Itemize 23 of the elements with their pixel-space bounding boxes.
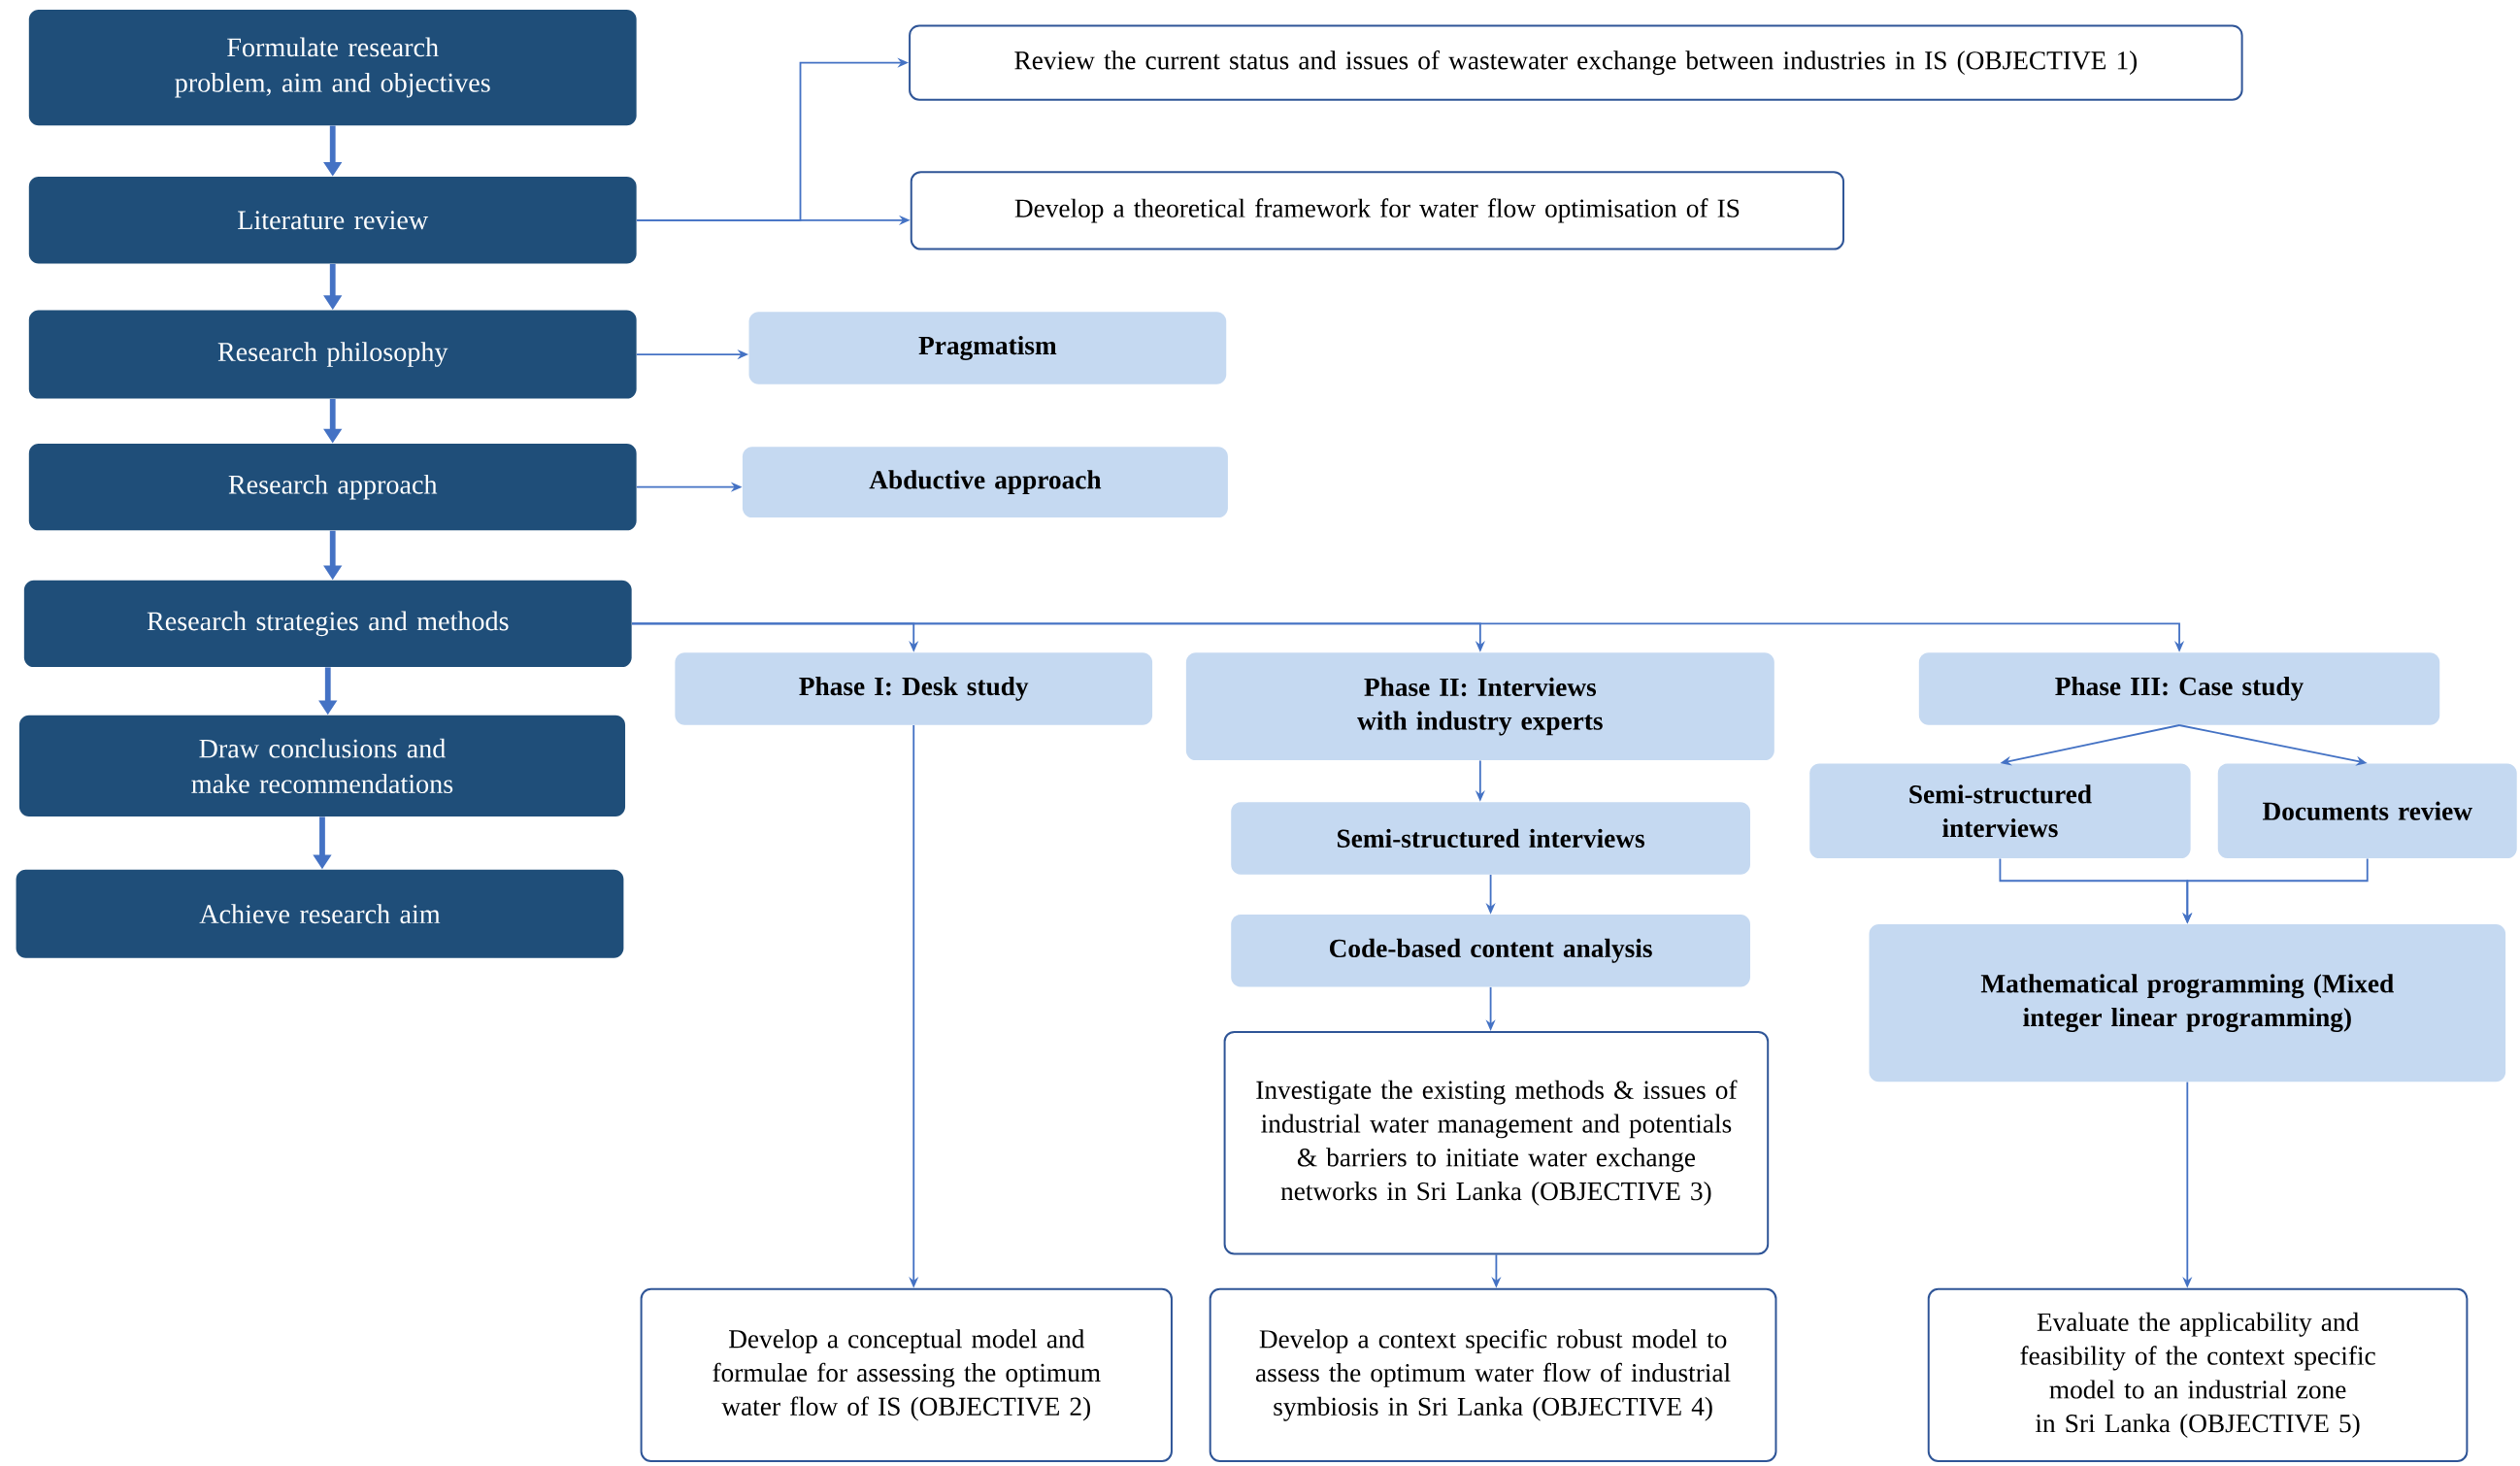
objective-box: Investigate the existing methods & issues of industrial water management and potentials & barriers to initiate water exchange networks in Sri Lanka (OBJECTIVE 3) [1223,1030,1770,1255]
method-box: Abductive approach [742,447,1228,518]
method-box: Semi-structured interviews [1231,802,1750,875]
process-box: Formulate research problem, aim and objectives [28,10,637,126]
objective-box: Evaluate the applicability and feasibility of the context specific model to an industrial zone in Sri Lanka (OBJECTIVE 5) [1927,1287,2469,1462]
method-box: Phase I: Desk study [675,652,1153,725]
objective-box: Review the current status and issues of wastewater exchange between industries in IS (OBJECTIVE 1) [909,24,2243,101]
method-box: Mathematical programming (Mixed integer linear programming) [1869,924,2506,1083]
method-box: Code-based content analysis [1231,915,1750,987]
method-box: Pragmatism [748,312,1227,384]
method-box: Semi-structured interviews [1809,763,2191,859]
process-box: Draw conclusions and make recommendations [18,715,626,817]
objective-box: Develop a theoretical framework for water flow optimisation of IS [910,171,1844,250]
method-box: Phase III: Case study [1918,652,2440,725]
process-box: Achieve research aim [16,869,624,958]
objective-box: Develop a context specific robust model to assess the optimum water flow of industrial symbiosis in Sri Lanka (OBJECTIVE 4) [1209,1287,1777,1462]
process-box: Research strategies and methods [23,580,632,668]
process-box: Literature review [28,177,637,264]
process-box: Research philosophy [28,310,637,399]
method-box: Documents review [2217,763,2517,859]
process-box: Research approach [28,444,637,531]
method-box: Phase II: Interviews with industry experts [1185,652,1774,761]
objective-box: Develop a conceptual model and formulae for assessing the optimum water flow of IS (OBJECTIVE 2) [640,1287,1173,1462]
